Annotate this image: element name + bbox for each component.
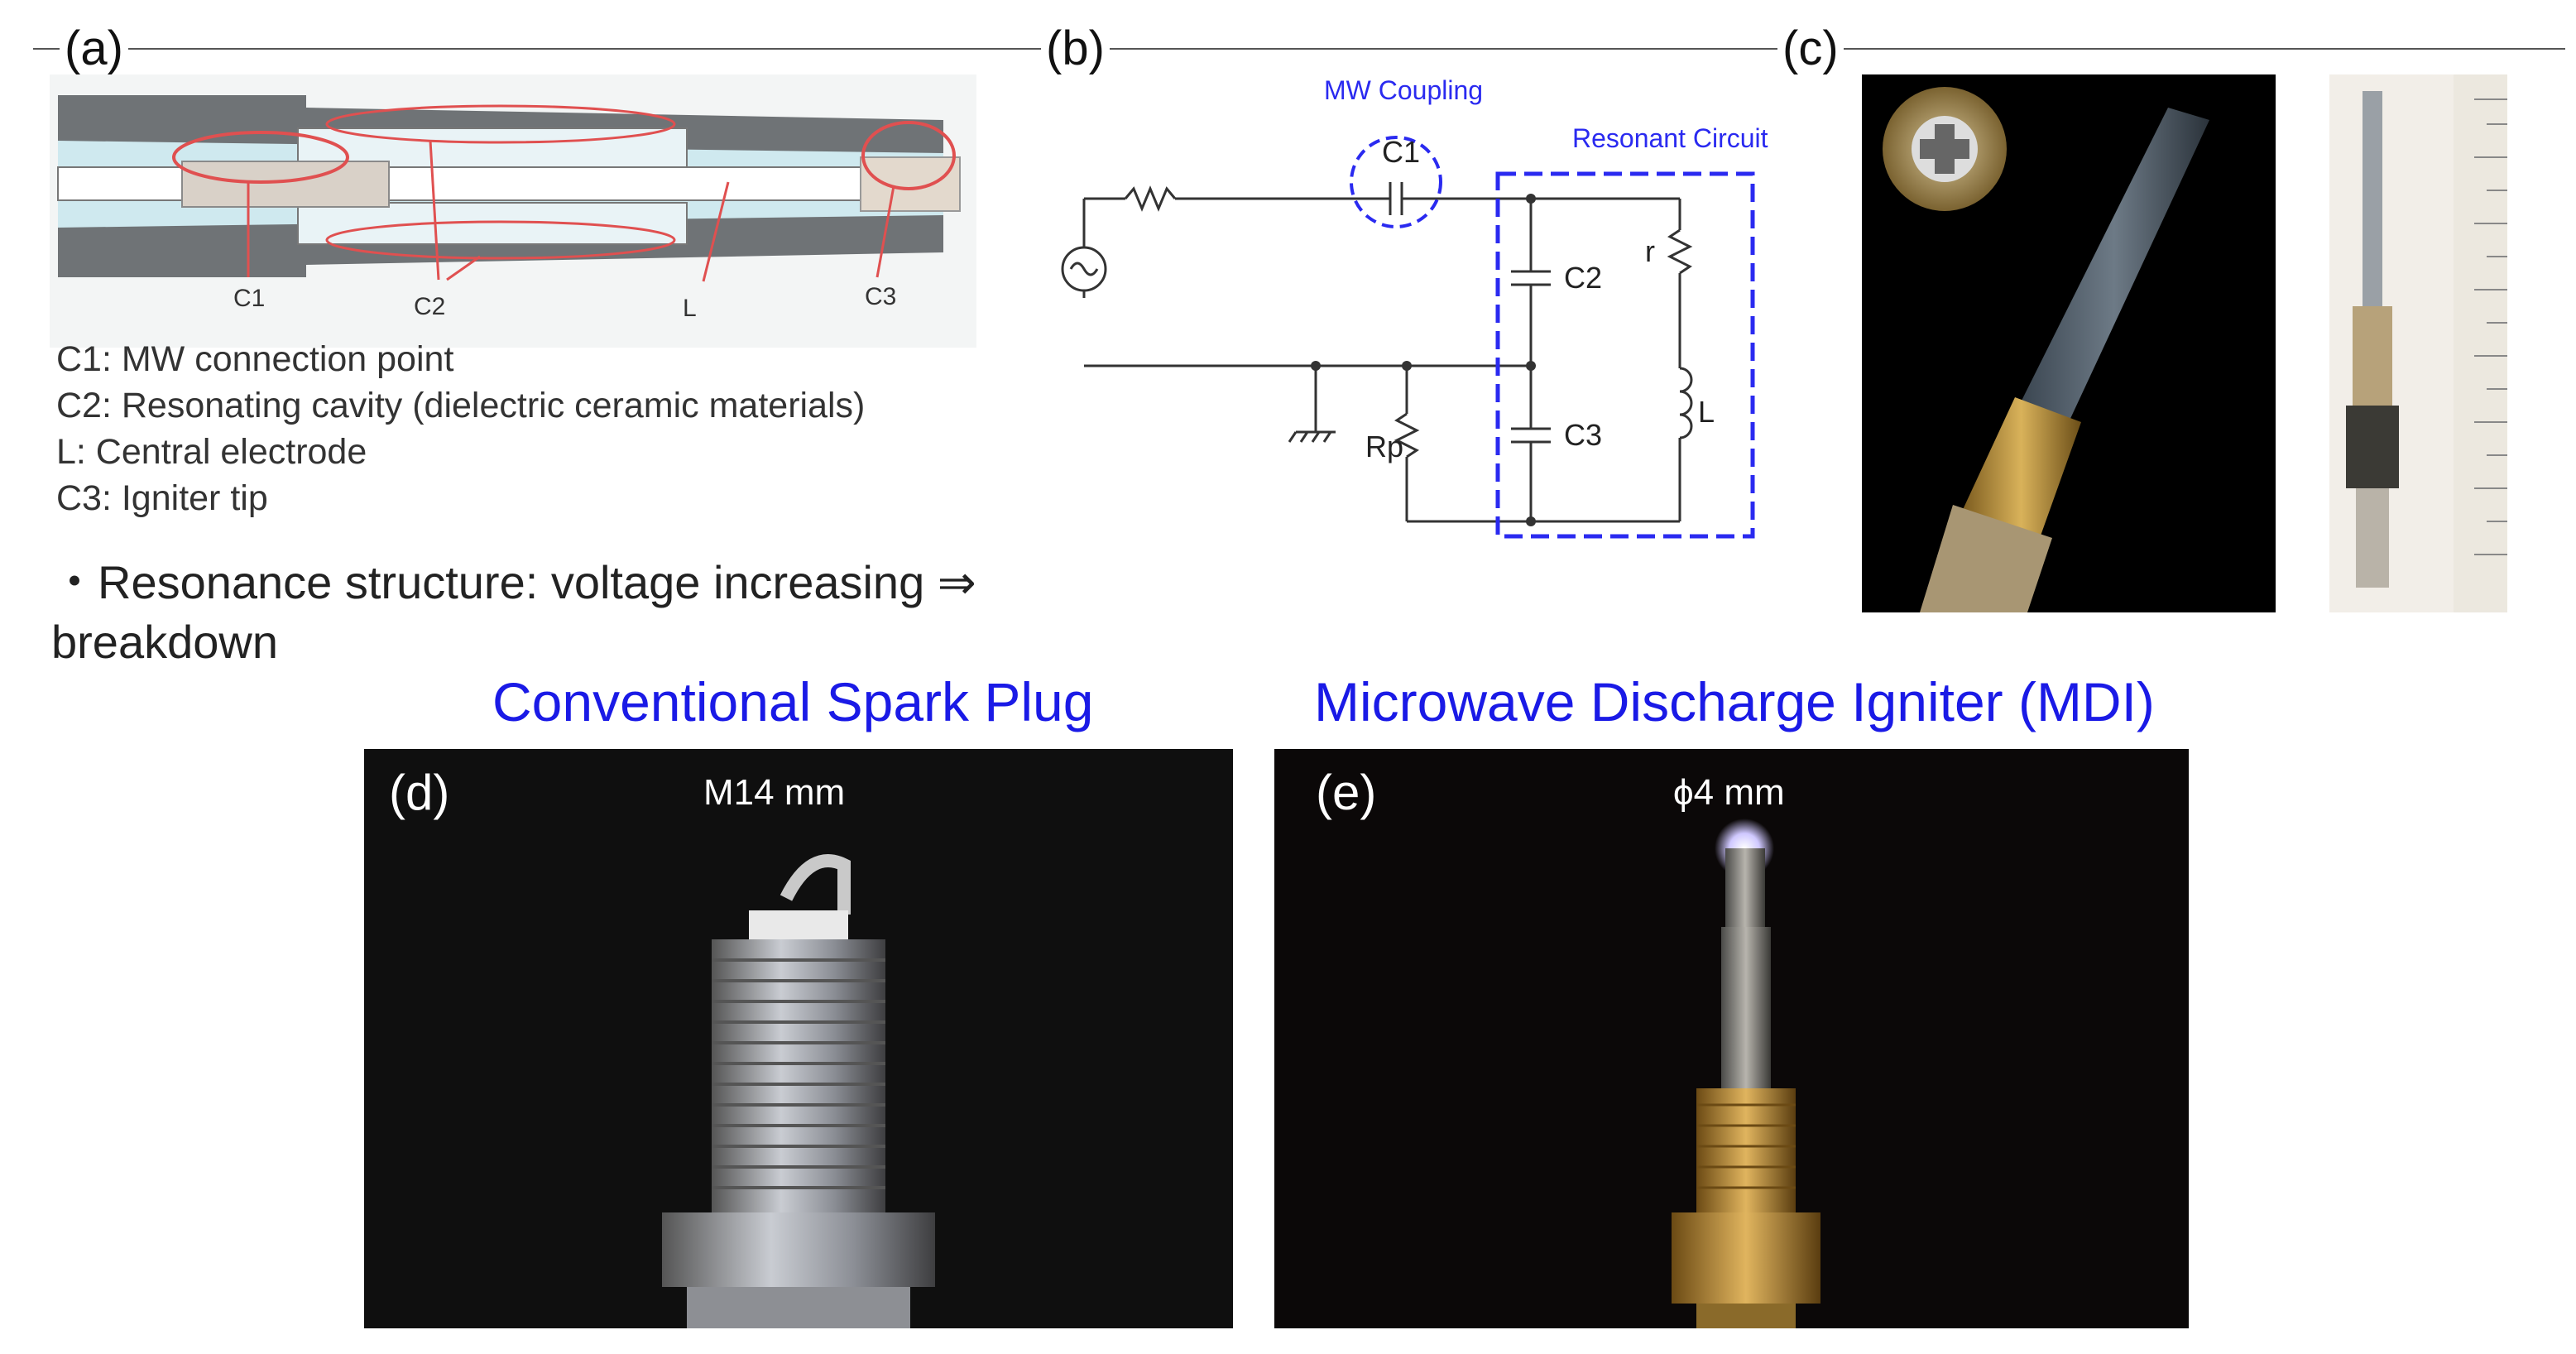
cad-label-c3: C3 [865, 283, 896, 310]
panel-label-d: (d) [389, 765, 450, 820]
cad-label-l: L [683, 295, 697, 322]
legend-l: L: Central electrode [56, 432, 367, 472]
igniter-cross-section: C1 C2 L C3 [50, 74, 976, 348]
legend-c2: C2: Resonating cavity (dielectric cerami… [56, 386, 866, 425]
component-c1-label: C1 [1382, 135, 1420, 169]
mw-coupling-label: MW Coupling [1324, 75, 1483, 105]
resonant-circuit-diagram: MW Coupling Resonant Circuit C1 C2 C3 r … [1061, 75, 1768, 539]
component-c2-label: C2 [1564, 261, 1602, 295]
component-c3-label: C3 [1564, 418, 1602, 452]
igniter-ruler-photo [2329, 74, 2507, 612]
cad-label-c2: C2 [414, 293, 445, 320]
panel-label-c: (c) [1777, 22, 1844, 76]
spark-plug-dimension: M14 mm [703, 772, 846, 813]
component-r-label: r [1645, 234, 1655, 268]
resonant-circuit-label: Resonant Circuit [1572, 123, 1768, 153]
mdi-photo: (e) ϕ4 mm [1274, 749, 2189, 1328]
conventional-spark-plug-heading: Conventional Spark Plug [492, 671, 1094, 732]
legend-c1: C1: MW connection point [56, 339, 454, 379]
igniter-closeup-photo [1862, 74, 2276, 612]
component-l-label: L [1698, 395, 1715, 429]
spark-plug-photo: (d) M14 mm [364, 749, 1233, 1328]
panel-label-e: (e) [1316, 765, 1377, 820]
legend-c3: C3: Igniter tip [56, 478, 268, 518]
mdi-dimension: ϕ4 mm [1673, 772, 1785, 813]
panel-label-a: (a) [60, 22, 128, 76]
cad-label-c1: C1 [233, 285, 265, 312]
top-rule [33, 48, 2565, 50]
panel-label-b: (b) [1041, 22, 1110, 76]
resonance-note: ・Resonance structure: voltage increasing… [51, 556, 976, 668]
component-rp-label: Rp [1365, 430, 1403, 463]
mdi-heading: Microwave Discharge Igniter (MDI) [1314, 671, 2155, 732]
